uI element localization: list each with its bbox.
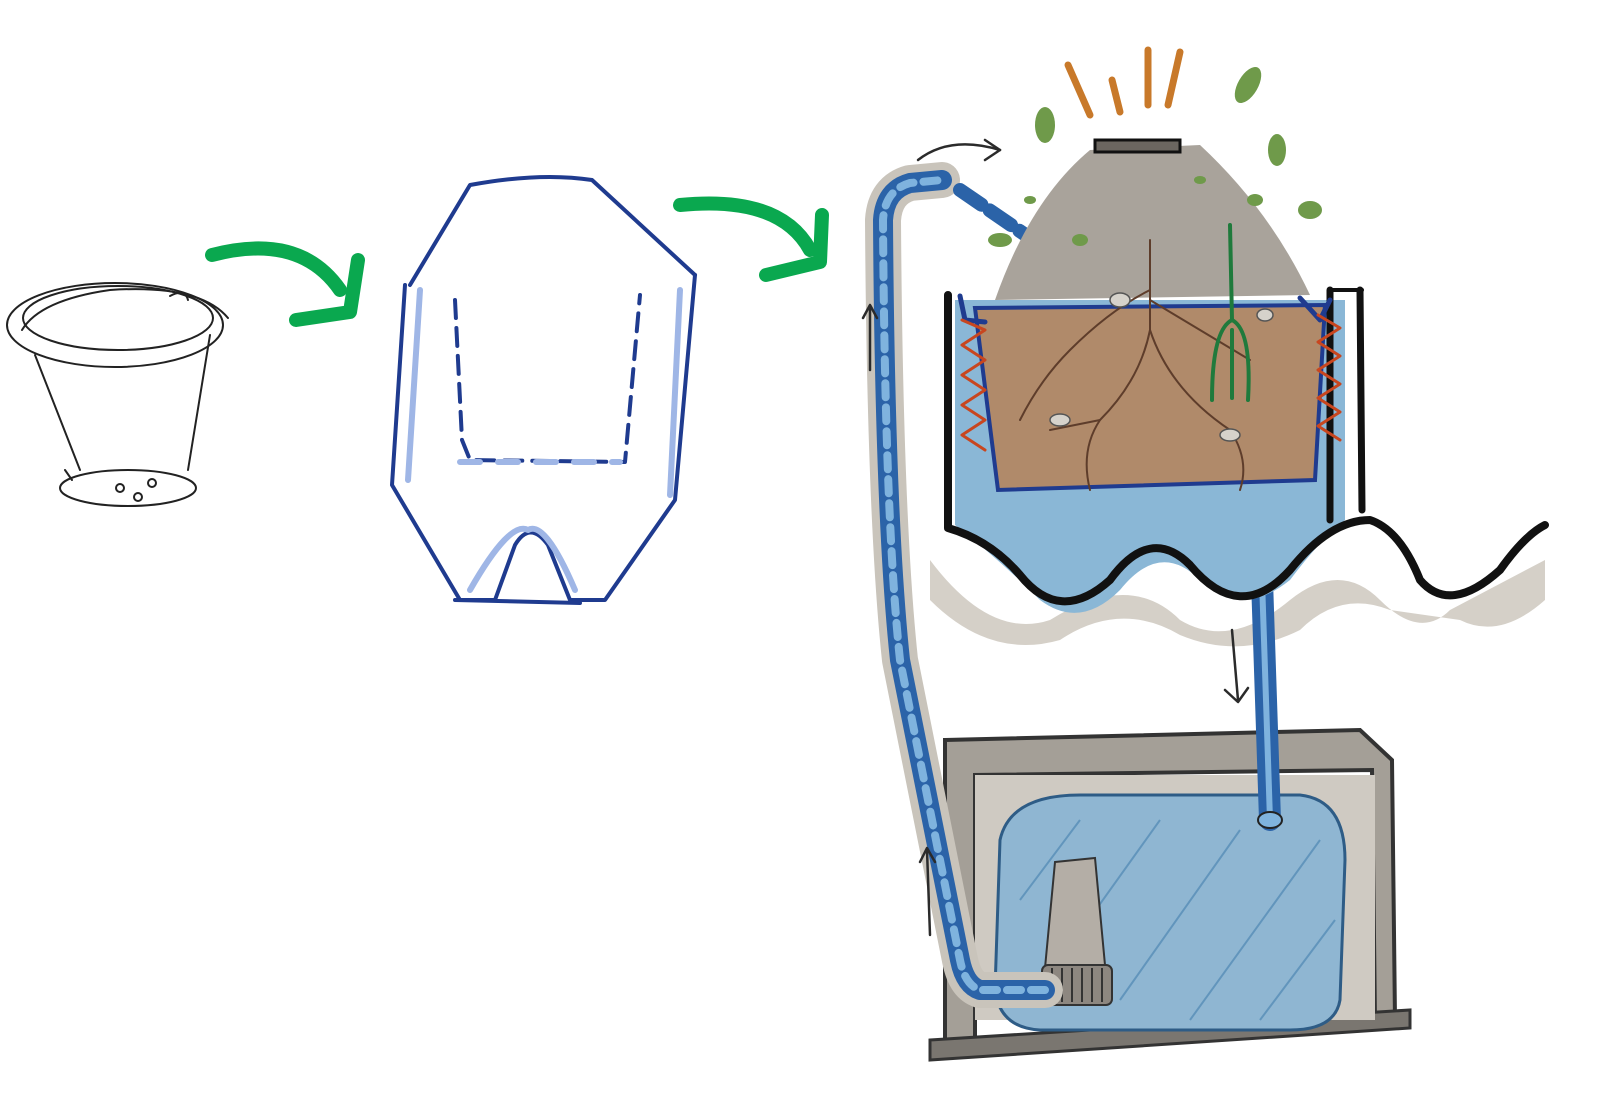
- supply-pipe: [865, 162, 1063, 1008]
- pot-insert-sketch: [390, 174, 697, 605]
- flow-arrow-icon: [205, 241, 365, 327]
- soil-pot: [957, 145, 1333, 493]
- irrigated-planter-system: [861, 46, 1549, 1062]
- sun-rays-icon: [1064, 46, 1184, 119]
- plant-icon: [988, 66, 1322, 247]
- heating-coil-right: [1316, 313, 1342, 442]
- heating-coil-left: [960, 318, 987, 452]
- plant-pot-sketch: [6, 282, 229, 507]
- lid: [1093, 138, 1182, 154]
- fork-tool-icon: [1210, 223, 1251, 402]
- flow-arrow-icon: [861, 138, 1250, 937]
- flow-arrow-icon: [673, 196, 829, 282]
